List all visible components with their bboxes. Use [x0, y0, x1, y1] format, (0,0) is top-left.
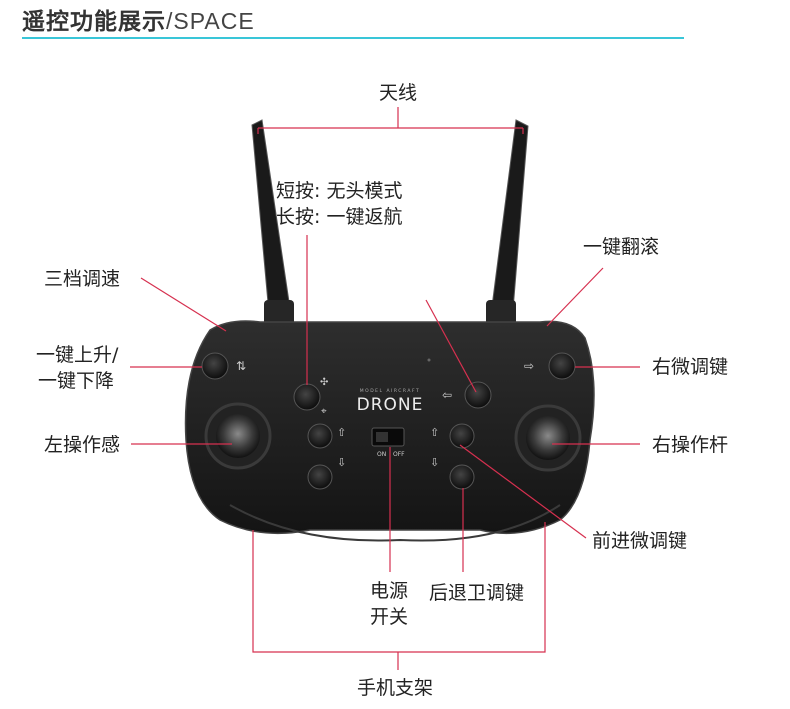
left-trim-arrow-icon: ⇦	[442, 388, 452, 402]
right-antenna	[490, 120, 528, 322]
headless-button	[294, 384, 320, 410]
label-left-stick: 左操作感	[44, 432, 120, 458]
label-headless-2: 长按: 一键返航	[276, 204, 402, 230]
label-flip: 一键翻滚	[583, 234, 659, 260]
label-updown-1: 一键上升/	[36, 342, 118, 368]
label-phone-holder: 手机支架	[357, 675, 433, 701]
label-right-stick: 右操作杆	[652, 432, 728, 458]
updown-button	[202, 353, 228, 379]
back-trim-button	[450, 465, 474, 489]
label-power-1: 电源	[370, 578, 408, 604]
up-camera-icon: ⇧	[337, 426, 346, 439]
label-headless-1: 短按: 无头模式	[276, 178, 402, 204]
down-arrow-icon: ⇩	[430, 456, 439, 469]
label-speed: 三档调速	[44, 266, 120, 292]
label-right-trim: 右微调键	[652, 354, 728, 380]
brand-logo: DRONE	[357, 395, 424, 415]
video-button	[308, 465, 332, 489]
left-trim-button	[465, 382, 491, 408]
label-forward-trim: 前进微调键	[592, 528, 687, 554]
label-back-trim: 后退卫调键	[429, 580, 524, 606]
label-antenna: 天线	[379, 80, 417, 106]
label-updown-2: 一键下降	[38, 368, 114, 394]
switch-off-label: OFF	[393, 451, 405, 458]
down-camera-icon: ⇩	[337, 456, 346, 469]
photo-button	[308, 424, 332, 448]
right-trim-arrow-icon: ⇨	[524, 359, 534, 373]
location-icon: ⌖	[321, 406, 327, 417]
brand-subtitle: MODEL AIRCRAFT	[360, 388, 420, 394]
switch-on-label: ON	[377, 451, 386, 458]
updown-icon: ⇅	[236, 359, 246, 373]
right-trim-button	[549, 353, 575, 379]
label-power-2: 开关	[370, 604, 408, 630]
drone-icon: ✣	[320, 377, 328, 388]
up-arrow-icon: ⇧	[430, 426, 439, 439]
forward-trim-button	[450, 424, 474, 448]
